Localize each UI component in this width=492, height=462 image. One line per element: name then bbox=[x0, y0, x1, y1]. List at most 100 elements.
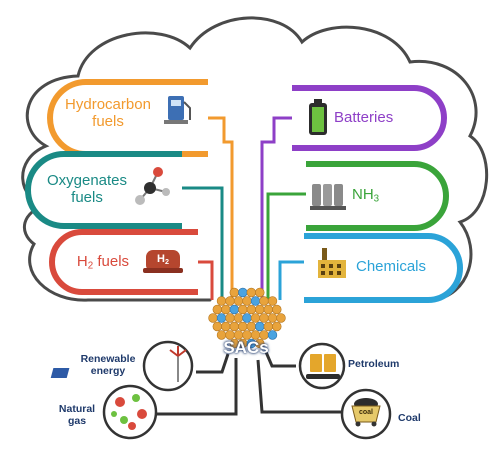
cloud-outline bbox=[21, 16, 489, 302]
renewable-label: Renewable energy bbox=[72, 353, 144, 377]
oxygenates-pill bbox=[25, 151, 182, 229]
coal-connector bbox=[256, 359, 342, 414]
support-atom bbox=[238, 321, 248, 332]
single-atom bbox=[255, 321, 265, 332]
batteries-label: Batteries bbox=[334, 109, 424, 126]
single-atom bbox=[238, 287, 248, 298]
nh3-label-sub: 3 bbox=[373, 193, 380, 205]
chemicals-pill bbox=[304, 233, 463, 303]
nh3-pill bbox=[306, 161, 449, 231]
support-atom bbox=[208, 313, 218, 323]
oxygenates-label-line2: fuels bbox=[71, 189, 103, 207]
support-atom bbox=[259, 296, 269, 306]
support-atom bbox=[233, 313, 244, 323]
support-atom bbox=[276, 313, 286, 323]
support-atom bbox=[267, 313, 278, 323]
renewable-label-line1: Renewable bbox=[80, 353, 136, 365]
fuel-pump-icon bbox=[164, 96, 191, 124]
battery-icon bbox=[309, 99, 327, 135]
support-atom bbox=[246, 287, 257, 298]
single-atom bbox=[216, 313, 227, 323]
hydrocarbon-connector bbox=[208, 116, 234, 300]
support-atom bbox=[255, 338, 265, 349]
h2-connector bbox=[198, 260, 214, 300]
chemicals-connector bbox=[278, 260, 304, 300]
natural-gas-connector bbox=[156, 358, 238, 416]
support-atom bbox=[246, 321, 257, 332]
h2-icon-sub: 2 bbox=[164, 257, 169, 266]
sacs-label: SACs bbox=[216, 338, 276, 358]
oxygenates-label-line1: Oxygenates bbox=[46, 172, 128, 189]
support-atom bbox=[255, 287, 265, 298]
h2-pill bbox=[49, 229, 198, 295]
support-atom bbox=[225, 296, 235, 306]
support-atom bbox=[229, 287, 240, 298]
support-atom bbox=[216, 296, 227, 306]
renewable-source bbox=[50, 340, 194, 392]
support-atom bbox=[238, 304, 248, 315]
hydrocarbon-label-line1: Hydrocarbon bbox=[65, 96, 151, 113]
source-lines bbox=[156, 351, 342, 416]
h2-icon-text: H bbox=[157, 253, 165, 265]
natural-gas-label: Natural gas bbox=[54, 403, 100, 427]
oxygenates-connector bbox=[182, 186, 224, 300]
support-atom bbox=[267, 296, 278, 306]
chemical-factory-icon bbox=[318, 248, 346, 278]
ammonia-tanks-icon bbox=[310, 184, 346, 210]
sac-nanoparticle-cluster bbox=[208, 287, 286, 349]
support-atom bbox=[263, 304, 273, 315]
h2-label-text: H bbox=[76, 253, 88, 270]
natural-gas-label-line1: Natural bbox=[58, 403, 96, 415]
h2-label-suffix: fuels bbox=[93, 253, 130, 270]
support-atom bbox=[233, 296, 244, 306]
support-atom bbox=[259, 313, 269, 323]
support-atom bbox=[212, 304, 223, 315]
support-atom bbox=[272, 321, 282, 332]
h2-icon-label: H2 bbox=[149, 253, 177, 266]
coal-source bbox=[340, 388, 392, 440]
coal-icon-label: coal bbox=[354, 409, 378, 417]
oil-barrels-icon bbox=[306, 354, 340, 379]
batteries-pill bbox=[292, 85, 447, 151]
petroleum-connector bbox=[264, 351, 296, 368]
single-atom bbox=[267, 330, 278, 340]
support-atom bbox=[246, 304, 257, 315]
petroleum-label: Petroleum bbox=[348, 358, 428, 370]
chemicals-label-text: Chemicals bbox=[356, 258, 427, 275]
coal-label-text: Coal bbox=[398, 412, 421, 424]
sacs-label-text: SACs bbox=[223, 338, 269, 357]
support-atom bbox=[255, 304, 265, 315]
hydrocarbon-label-line2: fuels bbox=[92, 113, 124, 131]
nh3-label-text: NH bbox=[352, 186, 374, 203]
support-atom bbox=[263, 321, 273, 332]
connector-lines bbox=[182, 116, 306, 300]
support-atom bbox=[229, 321, 240, 332]
h2-label-sub: 2 bbox=[87, 260, 94, 272]
solar-wind-icon bbox=[50, 346, 187, 382]
support-atom bbox=[221, 304, 231, 315]
coal-icon-text: coal bbox=[358, 409, 373, 416]
oxygenates-label: Oxygenates fuels bbox=[40, 172, 134, 207]
single-atom bbox=[229, 304, 240, 315]
support-atom bbox=[250, 313, 261, 323]
coal-label: Coal bbox=[398, 412, 438, 424]
single-atom bbox=[250, 296, 261, 306]
petroleum-label-text: Petroleum bbox=[348, 358, 400, 370]
support-atom bbox=[225, 313, 235, 323]
chemicals-label: Chemicals bbox=[356, 258, 446, 275]
h2-label: H2 fuels bbox=[66, 253, 140, 272]
petroleum-source bbox=[298, 342, 346, 390]
single-atom bbox=[242, 313, 252, 323]
renewable-label-line2: energy bbox=[90, 365, 126, 378]
coal-cart-icon bbox=[351, 398, 381, 427]
nh3-connector bbox=[266, 192, 306, 300]
gas-molecules-icon bbox=[111, 394, 147, 430]
natural-gas-label-line2: gas bbox=[67, 415, 87, 428]
batteries-connector bbox=[260, 116, 292, 300]
renewable-connector bbox=[196, 353, 230, 374]
natural-gas-source bbox=[102, 384, 158, 440]
batteries-label-text: Batteries bbox=[334, 109, 394, 126]
support-atom bbox=[272, 304, 282, 315]
